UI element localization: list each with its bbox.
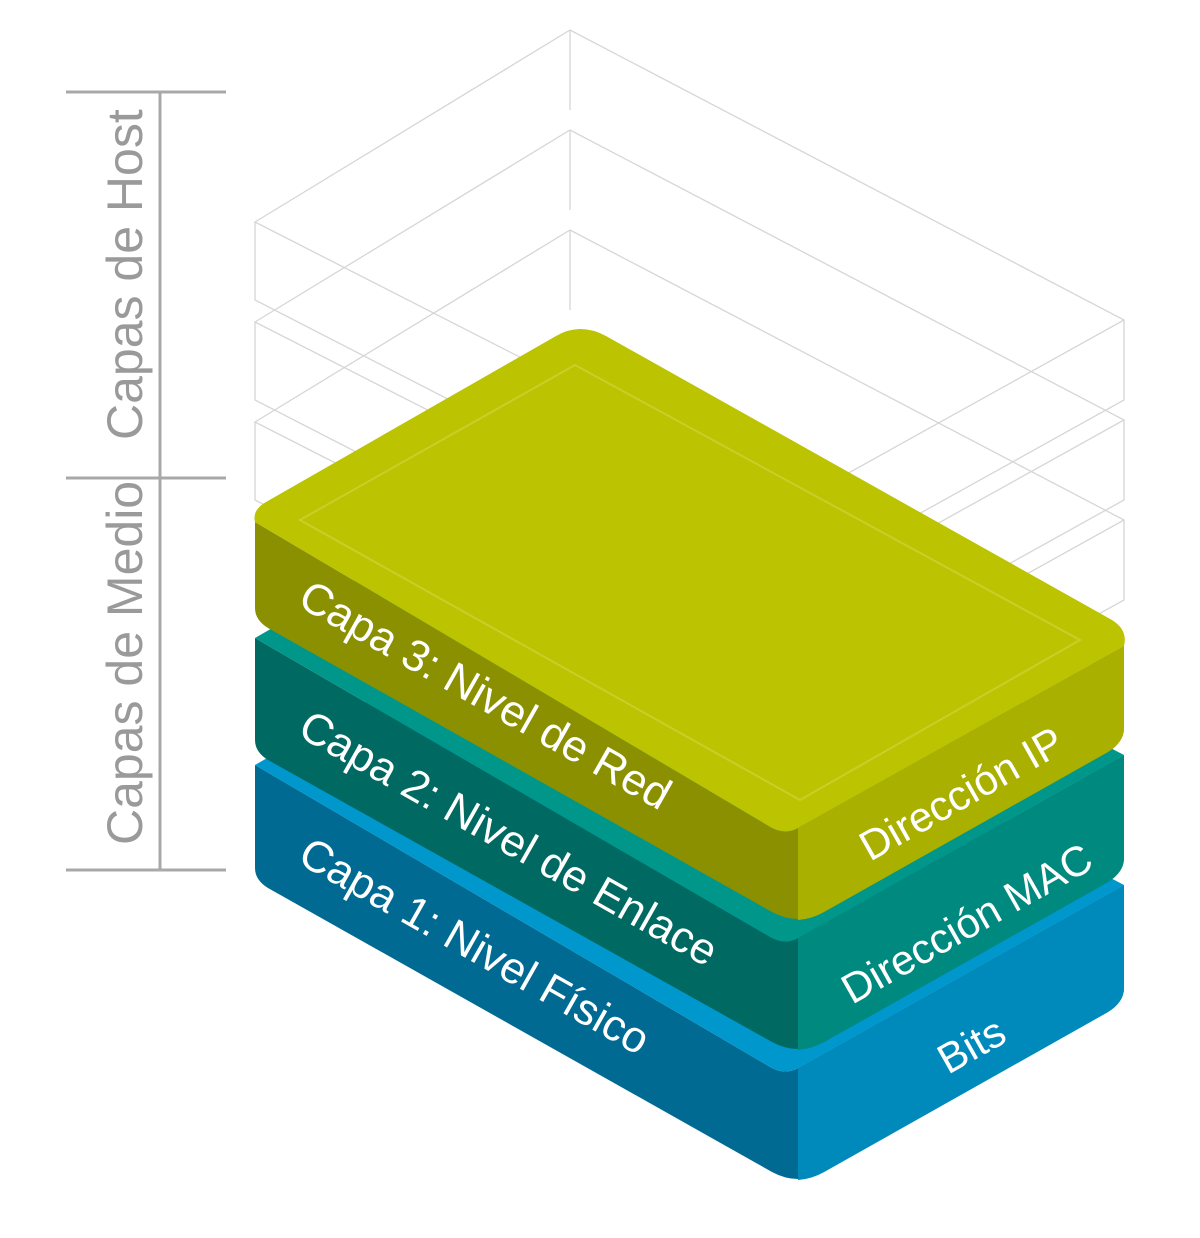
layer-3-right-face (798, 646, 1124, 920)
layer-3-top-highlight (297, 363, 1083, 802)
layer-3-block (254, 329, 1125, 920)
media-layers-label: Capas de Medio (97, 481, 153, 845)
layer-2-right-face (798, 755, 1124, 1050)
layer-3-top-face (254, 329, 1125, 832)
layer-1-right-face (798, 885, 1124, 1180)
host-layers-label: Capas de Host (97, 109, 153, 440)
layer-group-bracket (66, 90, 226, 872)
